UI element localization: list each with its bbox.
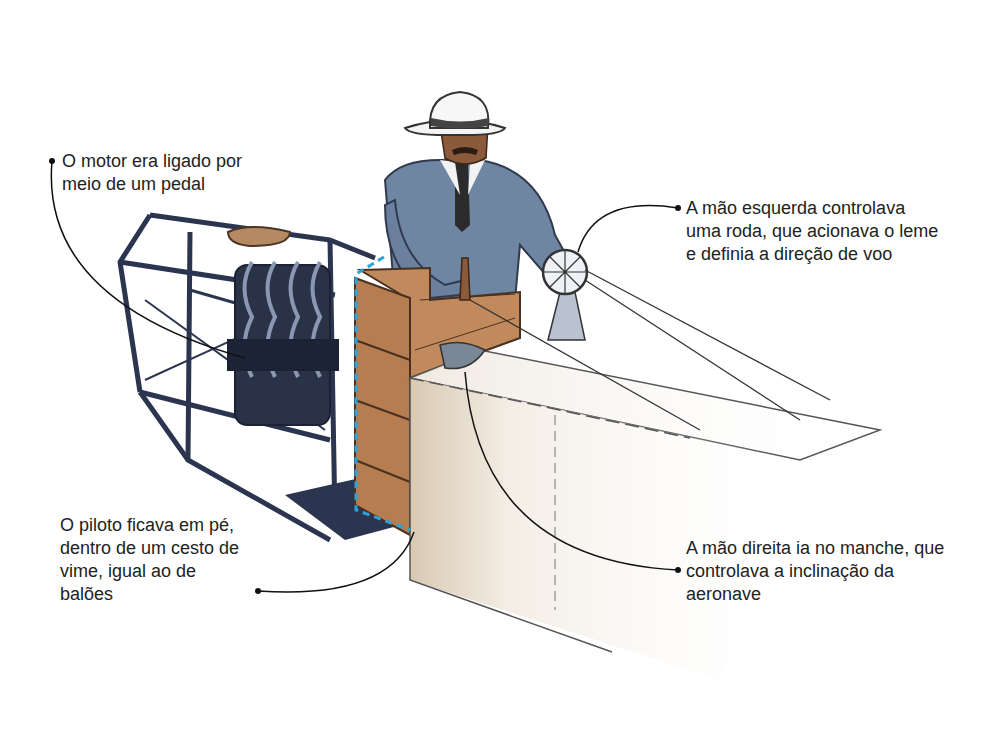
- callout-text: A mão direita ia no manche, que controla…: [686, 537, 951, 606]
- callout: A mão esquerda controlava uma roda, que …: [686, 197, 941, 266]
- control-wheel: [440, 250, 587, 369]
- callout: O piloto ficava em pé, dentro de um cest…: [60, 514, 240, 606]
- callout: O motor era ligado por meio de um pedal: [62, 150, 277, 196]
- basket-highlight: [356, 257, 410, 530]
- propeller-hub: [228, 227, 290, 246]
- control-wires: [470, 270, 830, 430]
- callout: A mão direita ia no manche, que controla…: [686, 537, 951, 606]
- engine: [228, 262, 338, 425]
- callout-text: A mão esquerda controlava uma roda, que …: [686, 197, 941, 266]
- callout-text: O piloto ficava em pé, dentro de um cest…: [60, 514, 240, 606]
- control-stick: [460, 258, 470, 300]
- callout-text: O motor era ligado por meio de um pedal: [62, 150, 277, 196]
